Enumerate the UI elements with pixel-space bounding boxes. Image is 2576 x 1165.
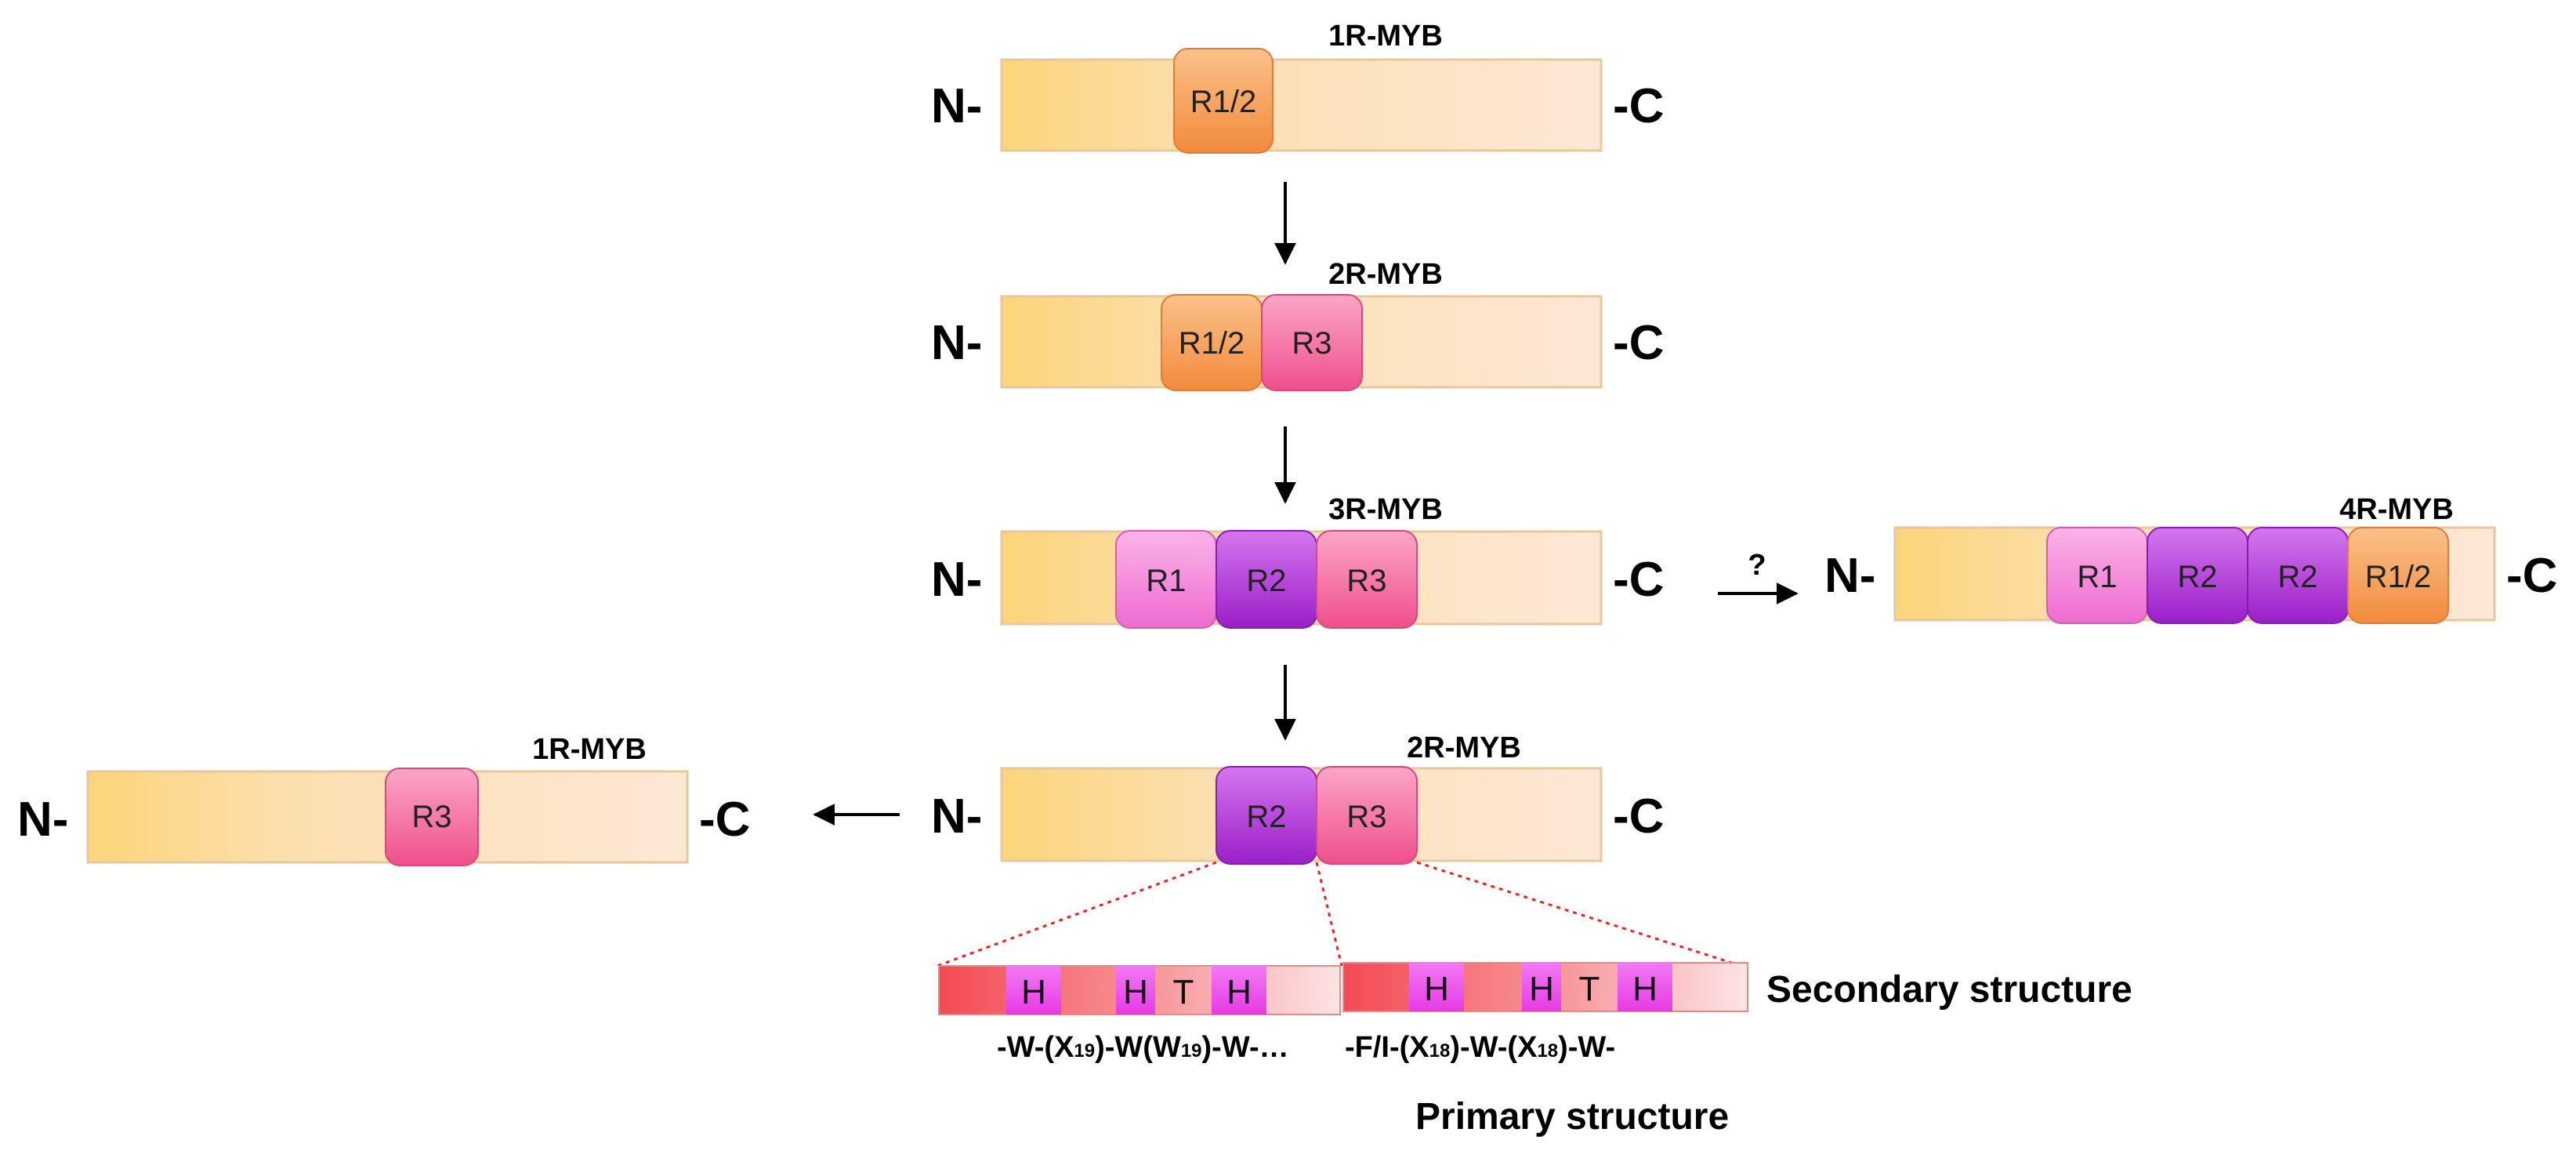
n-terminus-label: N- xyxy=(17,793,68,847)
helix-segment: H xyxy=(1212,966,1266,1014)
n-terminus-label: N- xyxy=(1824,549,1875,603)
helix-segment: H xyxy=(1006,966,1061,1014)
svg-text:T: T xyxy=(1579,970,1600,1008)
svg-text:R1: R1 xyxy=(1146,564,1186,598)
c-terminus-label: -C xyxy=(2506,549,2557,603)
n-terminus-label: N- xyxy=(931,553,982,607)
domain-r2-second: R2 xyxy=(2247,527,2349,624)
svg-text:H: H xyxy=(1632,970,1658,1008)
domain-r1: R1 xyxy=(1115,530,1217,629)
protein-backbone xyxy=(1000,58,1603,152)
svg-text:H: H xyxy=(1529,970,1554,1008)
c-terminus-label: -C xyxy=(699,793,750,847)
secondary-structure-right: H H T H xyxy=(1342,962,1748,1012)
c-terminus-label: -C xyxy=(1613,789,1664,844)
svg-text:R1: R1 xyxy=(2077,560,2117,594)
c-terminus-label: -C xyxy=(1613,316,1664,370)
protein-title: 2R-MYB xyxy=(1407,731,1521,764)
svg-text:R2: R2 xyxy=(2177,560,2217,594)
domain-r1-2: R1/2 xyxy=(1173,48,1274,154)
protein-2r-myb-lower: N- -C 2R-MYB R2 R3 xyxy=(931,731,1664,865)
protein-2r-myb-upper: N- -C 2R-MYB R1/2 R3 xyxy=(931,258,1664,391)
domain-r1-2: R1/2 xyxy=(1161,294,1263,391)
zoom-guide-lines xyxy=(937,861,1742,967)
svg-text:H: H xyxy=(1021,973,1046,1011)
secondary-structure-left: H H T H xyxy=(938,965,1341,1015)
domain-r2: R2 xyxy=(1216,530,1317,629)
protein-title: 4R-MYB xyxy=(2339,493,2454,526)
turn-segment: T xyxy=(1173,973,1194,1011)
turn-segment: T xyxy=(1579,970,1600,1008)
svg-text:R3: R3 xyxy=(1346,564,1386,598)
primary-structure-label: Primary structure xyxy=(1415,1096,1729,1138)
protein-3r-myb: N- -C 3R-MYB R1 R2 R3 xyxy=(931,493,1664,629)
n-terminus-label: N- xyxy=(931,79,982,133)
c-terminus-label: -C xyxy=(1613,79,1664,133)
domain-r3: R3 xyxy=(385,768,479,866)
c-terminus-label: -C xyxy=(1613,553,1664,607)
domain-r3: R3 xyxy=(1261,294,1363,391)
svg-text:T: T xyxy=(1173,973,1194,1011)
protein-4r-myb: N- -C 4R-MYB R1 R2 R2 R1/2 xyxy=(1824,493,2557,624)
svg-text:R2: R2 xyxy=(1246,800,1286,834)
svg-text:R2: R2 xyxy=(2277,560,2317,594)
svg-text:H: H xyxy=(1424,970,1449,1008)
svg-text:H: H xyxy=(1123,973,1148,1011)
svg-text:R1/2: R1/2 xyxy=(2365,560,2432,594)
protein-title: 1R-MYB xyxy=(532,733,647,766)
svg-text:R3: R3 xyxy=(1292,326,1331,361)
protein-1r-myb-top: N- -C 1R-MYB R1/2 xyxy=(931,20,1664,154)
domain-r1-2: R1/2 xyxy=(2347,527,2449,624)
helix-segment: H xyxy=(1116,966,1155,1014)
domain-r1: R1 xyxy=(2046,527,2148,624)
domain-r2: R2 xyxy=(2147,527,2248,624)
protein-title: 3R-MYB xyxy=(1328,493,1443,526)
svg-text:R2: R2 xyxy=(1246,564,1286,598)
domain-r3: R3 xyxy=(1316,766,1418,865)
domain-r2: R2 xyxy=(1216,766,1317,865)
svg-text:R1/2: R1/2 xyxy=(1190,85,1257,119)
svg-text:R3: R3 xyxy=(411,800,451,834)
secondary-structure-label: Secondary structure xyxy=(1766,969,2132,1011)
protein-1r-myb-left: N- -C 1R-MYB R3 xyxy=(17,733,750,866)
primary-sequence-left: -W-(X19)-W(W19)-W-… xyxy=(997,1031,1289,1064)
primary-sequence-right: -F/I-(X18)-W-(X18)-W- xyxy=(1345,1031,1615,1064)
helix-segment: H xyxy=(1522,963,1561,1011)
uncertain-label: ? xyxy=(1748,549,1766,582)
protein-title: 1R-MYB xyxy=(1328,20,1443,53)
svg-text:R1/2: R1/2 xyxy=(1179,326,1245,361)
n-terminus-label: N- xyxy=(931,789,982,844)
helix-segment: H xyxy=(1618,963,1672,1011)
domain-r3: R3 xyxy=(1316,530,1418,629)
svg-text:H: H xyxy=(1226,973,1252,1011)
n-terminus-label: N- xyxy=(931,316,982,370)
arrow-to-4r: ? xyxy=(1718,549,1799,604)
svg-text:R3: R3 xyxy=(1346,800,1386,834)
protein-title: 2R-MYB xyxy=(1328,258,1443,291)
helix-segment: H xyxy=(1409,963,1464,1011)
